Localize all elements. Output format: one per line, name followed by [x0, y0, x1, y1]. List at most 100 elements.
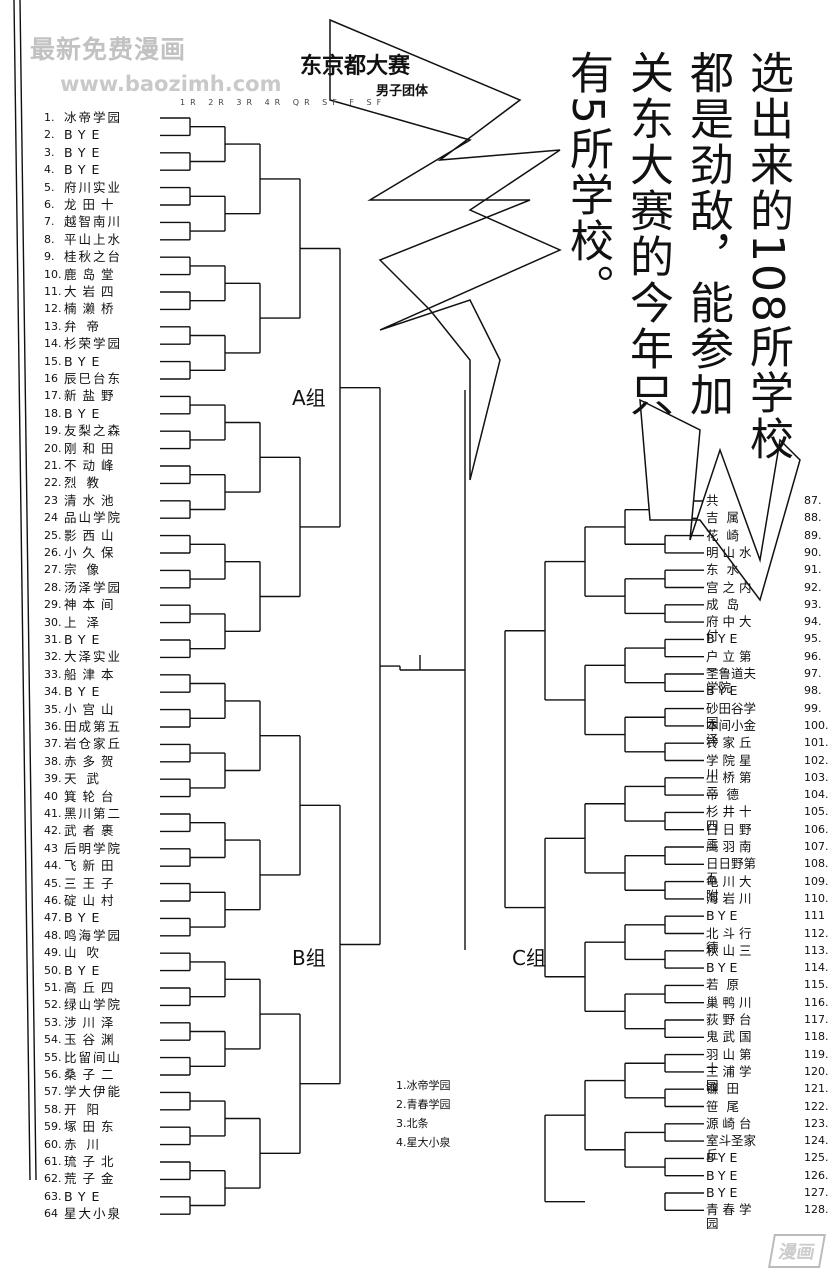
left-entry-name: BYE	[64, 405, 106, 421]
right-entry-number: 99.	[804, 701, 822, 715]
right-entry-name: 成岛	[706, 596, 748, 612]
left-entry-number: 64	[44, 1207, 58, 1221]
left-entry-number: 11.	[44, 285, 62, 298]
right-entry-name: BYE	[706, 1167, 742, 1183]
left-entry-name: 上泽	[64, 614, 110, 630]
right-entry-name: BYE	[706, 1150, 742, 1166]
left-entry-number: 36.	[44, 720, 62, 733]
right-entry-number: 98.	[804, 684, 822, 698]
narration-line-2: 都是劲敌，能参加	[682, 50, 733, 418]
bracket-line	[19, 0, 37, 1181]
right-entry-number: 128.	[804, 1203, 829, 1217]
right-entry-number: 108.	[804, 857, 829, 871]
left-entry-name: 小久保	[64, 545, 120, 560]
right-entry-number: 109.	[804, 874, 829, 888]
right-entry-number: 116.	[804, 995, 829, 1009]
right-entry-number: 111	[804, 909, 825, 923]
left-entry-number: 35.	[44, 702, 62, 716]
right-entry-name: 砂田谷学园	[706, 700, 757, 730]
right-entry-number: 92.	[804, 580, 822, 594]
left-entry-number: 31.	[44, 633, 62, 646]
speech-burst	[639, 398, 801, 602]
left-entry-number: 29.	[44, 598, 62, 612]
left-entry-number: 58.	[44, 1102, 62, 1116]
right-entry-number: 88.	[804, 511, 822, 525]
right-entry-name: BYE	[706, 960, 742, 976]
left-entry-name: 飞新田	[64, 858, 120, 874]
left-entry-name: 绿山学院	[64, 997, 123, 1013]
right-entry-name: BYE	[706, 683, 742, 699]
left-entry-name: BYE	[64, 1188, 106, 1204]
left-entry-number: 41.	[44, 807, 62, 820]
left-entry-name: 汤泽学园	[64, 579, 123, 595]
right-entry-name: 巢鸭川	[706, 994, 756, 1010]
left-entry-number: 4.	[44, 163, 55, 177]
right-entry-name: 龟川大附	[706, 873, 756, 903]
left-entry-number: 27.	[44, 563, 62, 577]
page-title: 东京都大赛	[300, 54, 411, 79]
left-entry-name: 琉子北	[64, 1154, 120, 1169]
left-entry-number: 50.	[44, 963, 62, 977]
right-entry-name: 圣鲁道夫学院	[706, 666, 757, 695]
left-entry-name: 天武	[64, 771, 110, 787]
left-entry-name: 武者裹	[64, 823, 120, 839]
right-entry-number: 97.	[804, 667, 822, 680]
legend-item: 3.北条	[396, 1117, 429, 1130]
left-entry-number: 51.	[44, 981, 62, 994]
seed-legend: 1.冰帝学园 2.青春学园 3.北条 4.星大小泉	[396, 1076, 451, 1152]
left-entry-name: BYE	[64, 962, 106, 978]
left-entry-number: 44.	[44, 859, 62, 873]
left-entry-name: 大岩四	[64, 284, 120, 299]
right-entry-number: 107.	[804, 840, 829, 853]
right-entry-number: 95.	[804, 632, 822, 646]
rounds-header: 1R 2R 3R 4R QR SF F SF	[180, 98, 387, 107]
left-entry-number: 16	[44, 372, 58, 385]
right-entry-name: 学院星川	[706, 752, 756, 782]
left-entry-name: BYE	[64, 910, 106, 926]
left-entry-number: 43	[44, 841, 58, 855]
left-entry-number: 62.	[44, 1172, 62, 1186]
left-entry-number: 6.	[44, 198, 55, 211]
right-entry-name: 鬼武国	[706, 1029, 756, 1045]
left-entry-name: 星大小泉	[64, 1206, 123, 1222]
narration-line-1: 选出来的108所学校	[742, 50, 793, 462]
right-entry-name: 铃家丘	[706, 735, 756, 751]
left-entry-name: BYE	[64, 353, 106, 369]
left-entry-number: 8.	[44, 232, 55, 246]
right-entry-number: 101.	[804, 736, 829, 750]
left-entry-number: 56.	[44, 1068, 62, 1081]
left-entry-number: 10.	[44, 267, 62, 281]
right-entry-name: 花崎	[706, 527, 748, 543]
right-entry-number: 114.	[804, 961, 829, 975]
left-entry-name: 后明学院	[64, 840, 123, 856]
right-entry-number: 91.	[804, 563, 822, 577]
left-entry-number: 33.	[44, 667, 62, 681]
left-entry-number: 20.	[44, 441, 62, 455]
right-entry-number: 103.	[804, 770, 829, 784]
group-b-label: B组	[292, 946, 326, 970]
right-entry-number: 125.	[804, 1151, 829, 1165]
left-entry-name: 杉荣学园	[64, 336, 123, 352]
left-entry-name: 清水池	[64, 492, 120, 508]
right-entry-name: 土桥第二	[706, 769, 756, 799]
right-entry-number: 119.	[804, 1047, 829, 1061]
right-entry-name: 海岩川	[706, 890, 756, 906]
left-entry-number: 59.	[44, 1120, 62, 1134]
left-entry-number: 32.	[44, 650, 62, 664]
group-c-label: C组	[512, 946, 546, 970]
right-entry-number: 126.	[804, 1168, 829, 1182]
left-entry-number: 24	[44, 511, 58, 525]
right-entry-number: 115.	[804, 978, 829, 992]
right-entry-number: 87.	[804, 494, 822, 507]
right-entry-name: 秋山三	[706, 942, 756, 958]
right-entry-name: 日日野第五	[706, 856, 757, 886]
left-entry-number: 63.	[44, 1189, 62, 1203]
left-entry-number: 3.	[44, 145, 55, 159]
left-entry-name: 不动峰	[64, 458, 120, 473]
left-entry-number: 61.	[44, 1155, 62, 1168]
left-entry-name: 冰帝学园	[64, 110, 123, 125]
legend-item: 2.青春学园	[396, 1098, 451, 1111]
left-entry-name: 刚和田	[64, 440, 120, 456]
right-entry-name: 荻野台	[706, 1012, 756, 1027]
